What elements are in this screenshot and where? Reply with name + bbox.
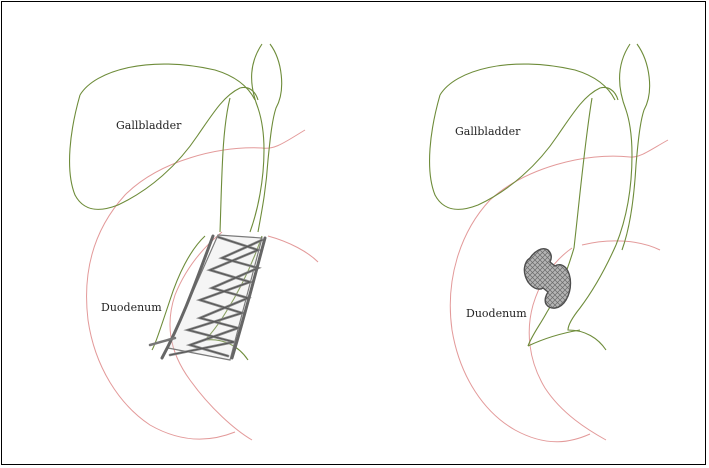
left-duodenum-label: Duodenum — [101, 301, 162, 314]
right-stent — [523, 248, 572, 309]
right-bile-duct-outline — [429, 43, 651, 351]
left-gallbladder-label: Gallbladder — [116, 119, 182, 132]
right-gallbladder-label: Gallbladder — [455, 125, 521, 138]
right-duodenum-label: Duodenum — [466, 307, 527, 320]
left-stent — [148, 234, 267, 361]
left-panel — [69, 43, 319, 441]
right-panel — [429, 43, 669, 443]
